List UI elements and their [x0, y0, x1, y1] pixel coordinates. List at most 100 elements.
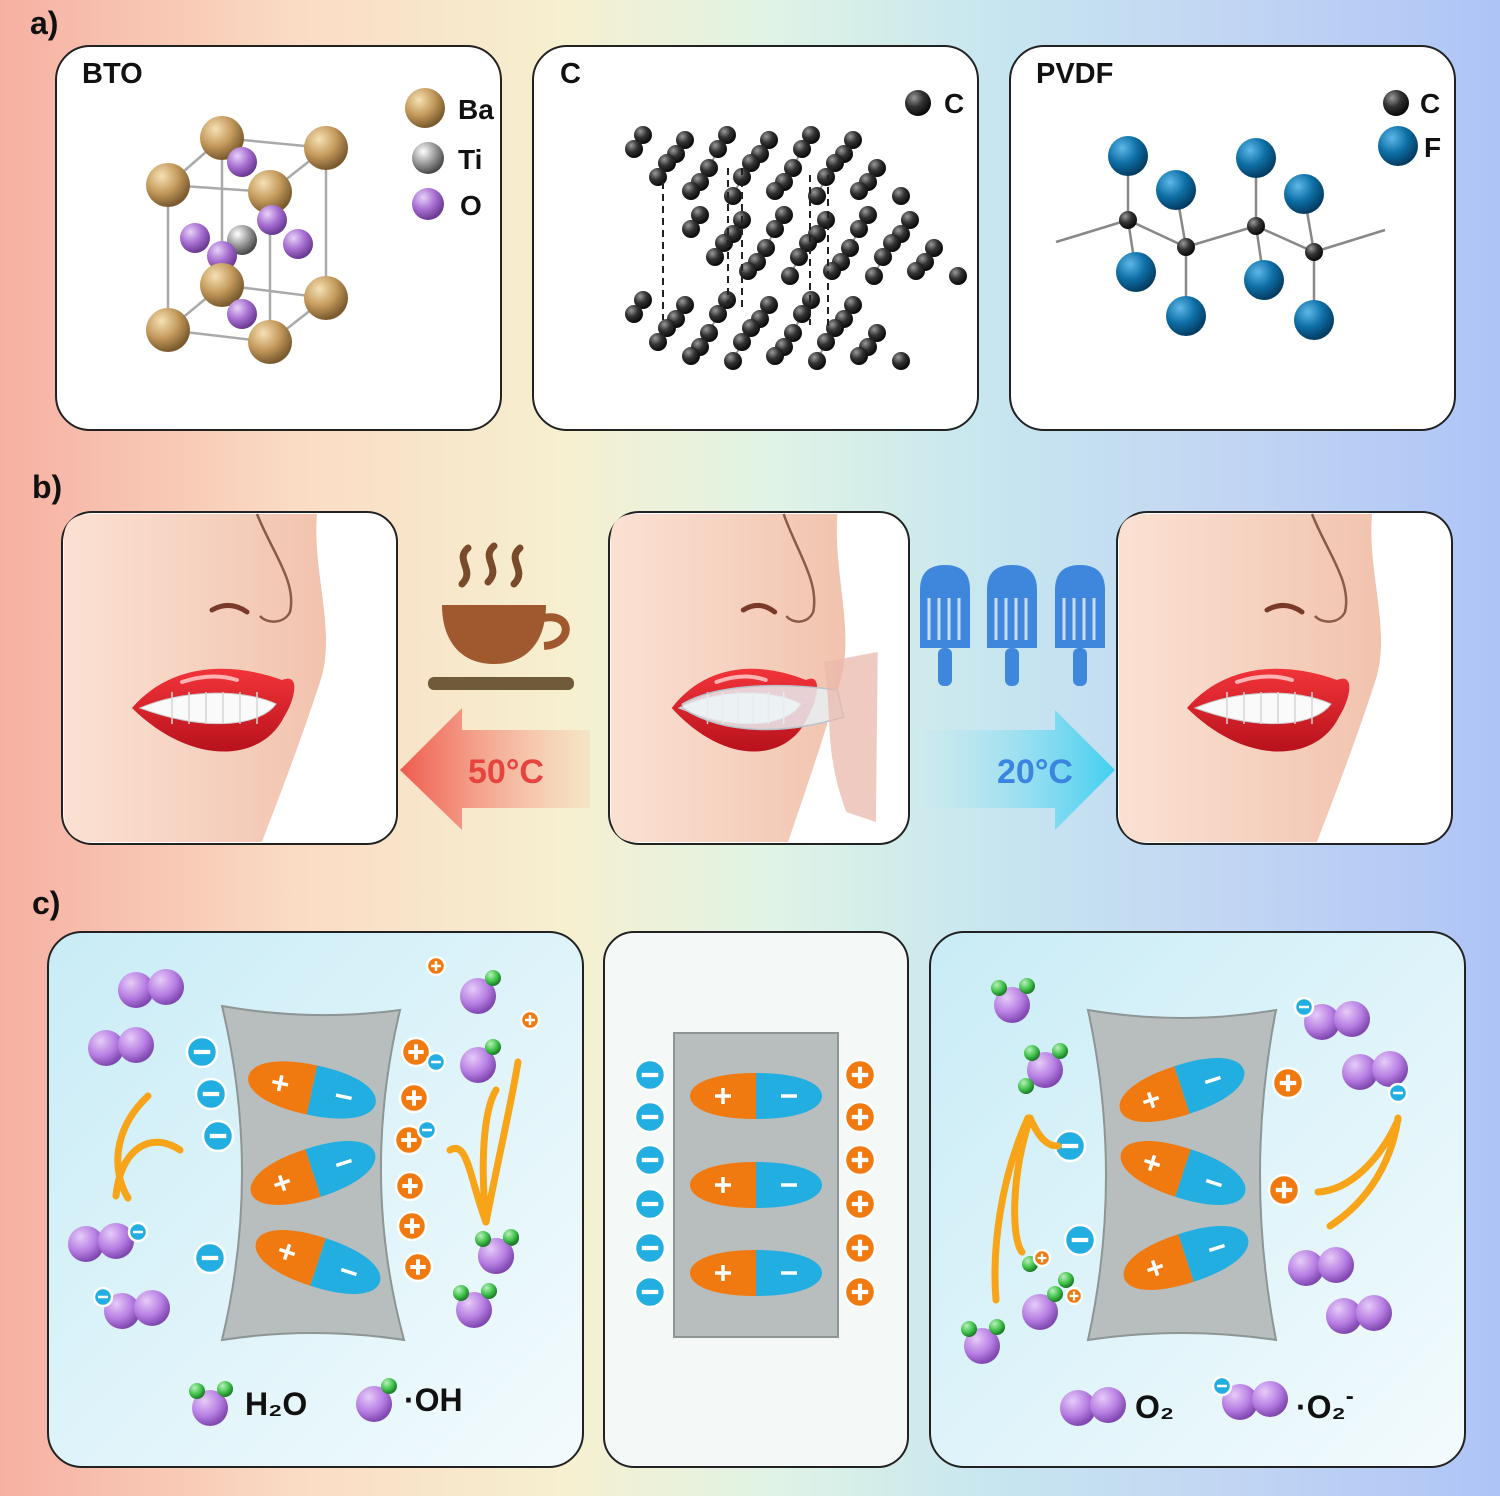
pvdf-panel: PVDF C F [1009, 45, 1456, 431]
legend-ba-label: Ba [458, 94, 494, 125]
lip-highlight [180, 674, 239, 684]
legend-fluorine-label: F [1424, 132, 1441, 163]
positive-charge [394, 1170, 426, 1202]
positive-charge [843, 1187, 877, 1221]
particle-positive-half [255, 1230, 326, 1286]
arrow-water-oxidation [991, 1114, 1032, 1304]
pvdf-title: PVDF [1036, 58, 1113, 90]
bto-legend: Ba Ti O [405, 88, 494, 221]
positive-charge [425, 955, 447, 977]
popsicle-stick [938, 648, 952, 686]
face-panel-before [61, 511, 398, 845]
reaction-arrow [1326, 1114, 1402, 1230]
reaction-arrow [479, 1086, 500, 1224]
legend-water-label: H₂O [245, 1386, 307, 1422]
face-panel-with-mouthguard [608, 511, 910, 845]
legend-o-atom [412, 188, 444, 220]
negative-charge [633, 1058, 667, 1092]
nostril [740, 603, 778, 615]
particle-positive-half [1123, 1234, 1194, 1290]
positive-charge [1032, 1248, 1052, 1268]
teeth [1193, 692, 1332, 725]
particle-positive-half [1120, 1141, 1191, 1197]
legend-ba-atom [405, 88, 445, 128]
hydrogen-atom [1058, 1272, 1074, 1288]
cold-temperature-arrow: 20°C [925, 710, 1115, 830]
particle-negative-half [1178, 1226, 1249, 1282]
water-molecule [961, 1319, 1005, 1364]
legend-ti-label: Ti [458, 144, 482, 175]
positive-charge [843, 1143, 877, 1177]
particle-negative-half [1174, 1058, 1245, 1114]
carbon-panel: C C [532, 45, 979, 431]
oxygen-molecule [1342, 1051, 1408, 1090]
polarized-particle [1120, 1141, 1246, 1205]
negative-charge [1211, 1375, 1233, 1397]
piezo-catalysis-drawing [68, 955, 1409, 1426]
positive-charge [1271, 1066, 1305, 1100]
negative-charge [633, 1231, 667, 1265]
panel-c-legend: H₂O ·OH O₂ ·O₂- [245, 1382, 1354, 1425]
polarized-particle [690, 1162, 822, 1208]
nose-outline [782, 513, 816, 623]
graphite-layer-top [625, 126, 910, 205]
positive-charge [1064, 1286, 1084, 1306]
positive-charge [843, 1100, 877, 1134]
water-molecule [475, 1229, 519, 1274]
negative-charge [1053, 1129, 1087, 1163]
negative-charge [194, 1077, 228, 1111]
legend-water-molecule [189, 1381, 233, 1426]
legend-pvdf-carbon-label: C [1420, 88, 1440, 119]
face-panel-after [1116, 511, 1453, 845]
positive-charge [393, 1124, 425, 1156]
hand-finger [823, 652, 878, 822]
negative-charge [1387, 1082, 1409, 1104]
bto-title: BTO [82, 58, 143, 90]
particle-positive-half [250, 1149, 321, 1205]
positive-charge [843, 1231, 877, 1265]
particle-negative-half [310, 1238, 381, 1294]
oxygen-molecule [1326, 1295, 1392, 1334]
legend-ti-atom [412, 142, 444, 174]
particle-positive-half [1119, 1066, 1190, 1122]
positive-charge [400, 1036, 432, 1068]
particle-positive-half [248, 1061, 318, 1115]
water-molecule [453, 1283, 497, 1328]
negative-charge [633, 1143, 667, 1177]
legend-carbon-label: C [944, 88, 964, 119]
graphite-structure [625, 126, 967, 370]
polarized-particle [248, 1061, 376, 1119]
water-molecule [991, 978, 1035, 1023]
positive-charge [843, 1275, 877, 1309]
particle-negative-half [1175, 1149, 1246, 1205]
legend-superoxide-molecule [1222, 1381, 1288, 1420]
panel-b-label: b) [32, 469, 62, 505]
oxygen-molecule [1288, 1247, 1354, 1286]
hydrogen-atom [1018, 1078, 1034, 1094]
superoxide-main-text: ·O₂ [1296, 1389, 1346, 1425]
polarized-particle [690, 1250, 822, 1296]
arrow-to-superoxide [114, 1092, 152, 1202]
lip-highlight [1235, 674, 1294, 684]
reaction-arrow [1011, 1114, 1034, 1256]
hot-coffee-icon [428, 542, 574, 690]
carbon-title: C [560, 58, 581, 90]
nostril [209, 603, 250, 615]
hydroxyl-radical [460, 970, 501, 1014]
oxygen-molecule [1304, 1001, 1370, 1040]
positive-charge [398, 1082, 430, 1114]
negative-charge [633, 1275, 667, 1309]
bto-atoms [146, 116, 348, 364]
legend-carbon-atom [905, 90, 931, 116]
teeth [138, 692, 277, 725]
negative-charge [633, 1187, 667, 1221]
particle-negative-half [306, 1065, 376, 1119]
polarized-particle [250, 1141, 376, 1205]
popsicle-3 [1055, 565, 1105, 686]
oxygen-molecule [118, 969, 184, 1008]
negative-charge [1063, 1223, 1097, 1257]
nose-outline [1310, 513, 1348, 623]
bto-panel: BTO Ba [55, 45, 502, 431]
positive-charge [519, 1009, 541, 1031]
